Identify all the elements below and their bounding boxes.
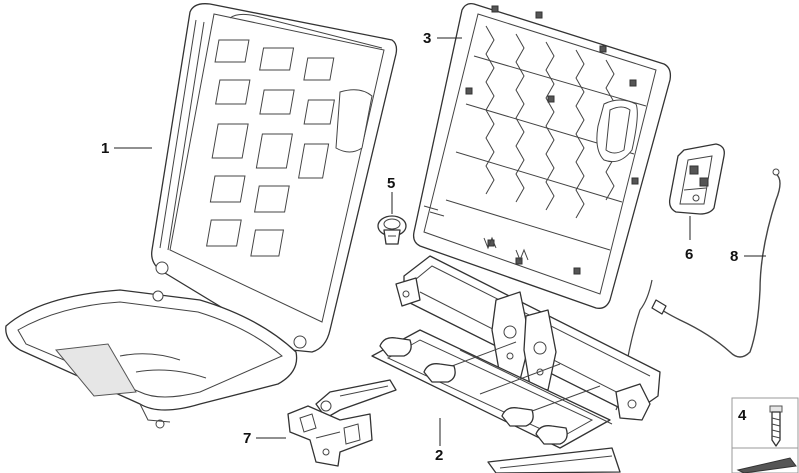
callout-8: 8 xyxy=(730,248,738,265)
callout-4: 4 xyxy=(738,407,747,424)
callout-7: 7 xyxy=(243,430,251,447)
callout-6: 6 xyxy=(685,246,693,263)
part-1-backrest-frame xyxy=(5,3,398,429)
callout-1: 1 xyxy=(101,140,109,157)
callout-5: 5 xyxy=(387,175,395,192)
part-3-spring-backrest xyxy=(412,2,672,309)
part-4-screw-inset xyxy=(731,397,799,473)
part-7-bracket xyxy=(287,405,373,467)
leader-lines xyxy=(114,37,766,446)
callout-labels: 1 2 3 4 5 6 7 8 xyxy=(101,30,747,464)
part-5-clip xyxy=(377,215,407,245)
callout-3: 3 xyxy=(423,30,431,47)
part-6-latch-bracket xyxy=(668,143,725,215)
callout-2: 2 xyxy=(435,447,443,464)
